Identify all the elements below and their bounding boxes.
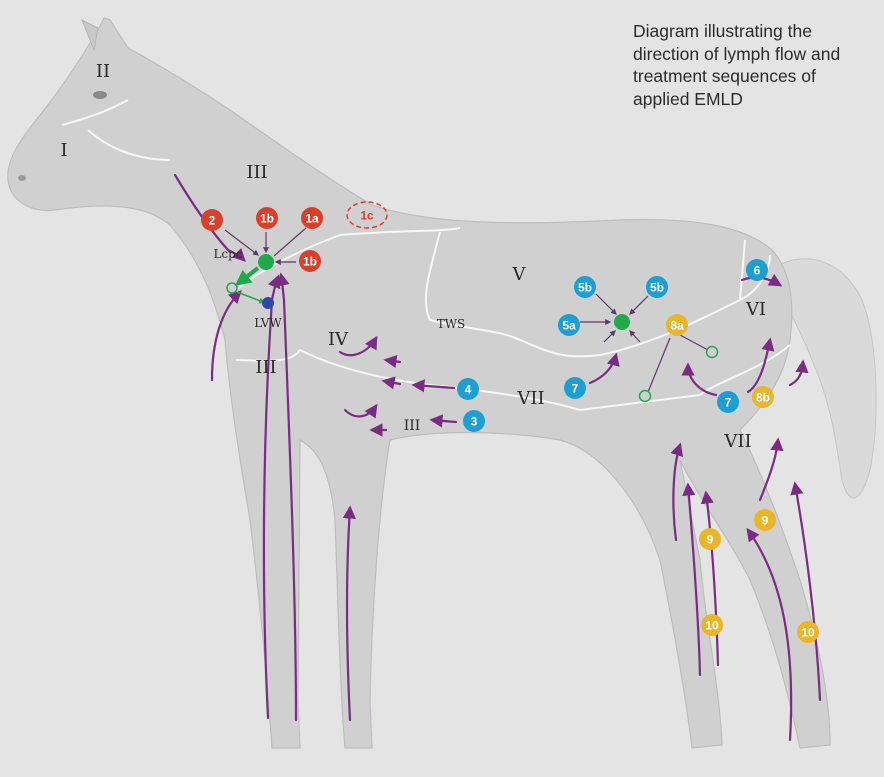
badge-1a: 1a — [301, 207, 323, 229]
svg-text:5b: 5b — [650, 281, 664, 295]
svg-text:8b: 8b — [756, 391, 770, 405]
badge-1b-right: 1b — [299, 250, 321, 272]
svg-text:1b: 1b — [303, 255, 317, 269]
svg-text:10: 10 — [705, 619, 719, 633]
badge-8b: 8b — [752, 386, 774, 408]
lymph-arrow-8b — [790, 362, 803, 385]
svg-text:1b: 1b — [260, 212, 274, 226]
svg-text:7: 7 — [572, 382, 579, 396]
svg-text:2: 2 — [209, 214, 216, 228]
badge-5b-left: 5b — [574, 276, 596, 298]
label-ii: II — [96, 61, 110, 82]
label-i: I — [60, 140, 67, 161]
svg-text:5a: 5a — [562, 319, 576, 333]
node-lcpc — [258, 254, 274, 270]
badge-9-right: 9 — [754, 509, 776, 531]
badge-7-mid: 7 — [564, 377, 586, 399]
badge-10-left: 10 — [701, 614, 723, 636]
svg-text:5b: 5b — [578, 281, 592, 295]
svg-text:1a: 1a — [305, 212, 319, 226]
svg-text:1c: 1c — [360, 209, 374, 223]
svg-text:10: 10 — [801, 626, 815, 640]
label-iii-chest: III — [255, 357, 276, 378]
badge-2: 2 — [201, 209, 223, 231]
label-iii-belly: III — [404, 418, 421, 434]
svg-text:9: 9 — [707, 533, 714, 547]
label-lvw: LVW — [254, 316, 282, 330]
svg-text:3: 3 — [471, 415, 478, 429]
label-iv: IV — [328, 329, 349, 350]
badge-4: 4 — [457, 378, 479, 400]
badge-5b-right: 5b — [646, 276, 668, 298]
lymph-arrow-leg-6 — [760, 440, 778, 500]
label-lcpc: Lcpc — [213, 247, 242, 261]
svg-text:8a: 8a — [670, 319, 684, 333]
badge-1b-top: 1b — [256, 207, 278, 229]
label-vi: VI — [745, 299, 766, 320]
eye-icon — [93, 91, 107, 99]
badge-7-right: 7 — [717, 391, 739, 413]
svg-text:6: 6 — [754, 264, 761, 278]
node-central-flank — [614, 314, 630, 330]
label-iii-neck: III — [246, 162, 267, 183]
svg-text:7: 7 — [725, 396, 732, 410]
badge-5a: 5a — [558, 314, 580, 336]
badge-9-left: 9 — [699, 528, 721, 550]
horse-silhouette — [8, 18, 876, 748]
badge-3: 3 — [463, 410, 485, 432]
svg-text:4: 4 — [465, 383, 472, 397]
badge-6: 6 — [746, 259, 768, 281]
label-vii-hind: VII — [723, 431, 751, 452]
label-v: V — [512, 264, 527, 285]
badge-10-right: 10 — [797, 621, 819, 643]
nostril-icon — [18, 175, 26, 181]
node-lvw — [262, 297, 274, 309]
label-vii-flank: VII — [516, 388, 544, 409]
svg-text:9: 9 — [762, 514, 769, 528]
badge-8a: 8a — [666, 314, 688, 336]
label-tws: TWS — [437, 317, 466, 331]
